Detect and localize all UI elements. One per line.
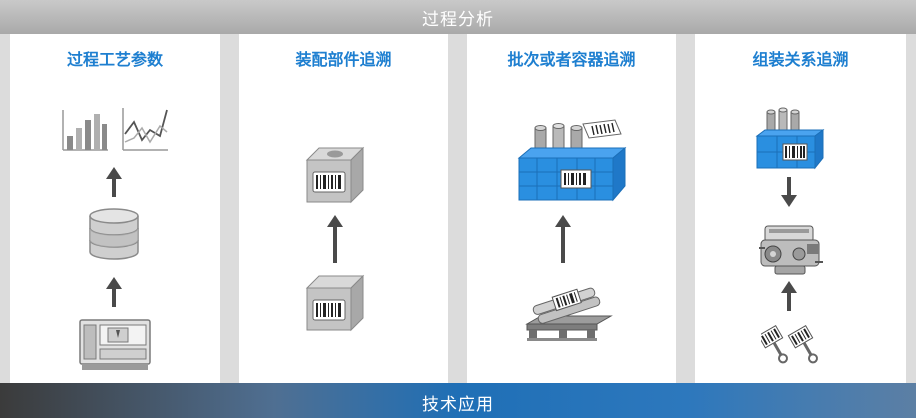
bottom-band: [0, 383, 916, 418]
barcode-pallet-icon: [521, 282, 613, 342]
card-batch-container-traceability: 批次或者容器追溯: [467, 34, 676, 384]
cnc-machine-icon: [78, 316, 152, 372]
key-tags-icon: [761, 318, 825, 366]
bar-chart-icon: [60, 106, 110, 154]
engine-icon: [755, 218, 825, 278]
line-chart-icon: [120, 104, 170, 154]
footer-title: 技术应用: [422, 395, 494, 415]
top-band: [0, 0, 916, 34]
card-title: 过程工艺参数: [66, 50, 163, 69]
card-title: 批次或者容器追溯: [507, 50, 636, 69]
arrow-icon: [553, 214, 573, 264]
card-assembly-relationship-traceability: 组装关系追溯: [695, 34, 906, 384]
arrow-icon: [779, 176, 799, 208]
database-icon: [86, 206, 142, 262]
barcode-box-icon: [305, 274, 365, 332]
barcode-crate-icon: [517, 118, 627, 204]
card-title: 组装关系追溯: [752, 50, 849, 69]
arrow-icon: [104, 276, 124, 308]
header-title: 过程分析: [422, 10, 494, 30]
arrow-icon: [104, 166, 124, 198]
barcode-box-icon: [305, 146, 365, 204]
barcode-crate-icon: [755, 106, 825, 170]
card-process-parameters: 过程工艺参数: [10, 34, 220, 384]
card-assembly-traceability: 装配部件追溯: [239, 34, 448, 384]
card-title: 装配部件追溯: [295, 50, 392, 69]
arrow-icon: [325, 214, 345, 264]
arrow-icon: [779, 280, 799, 312]
